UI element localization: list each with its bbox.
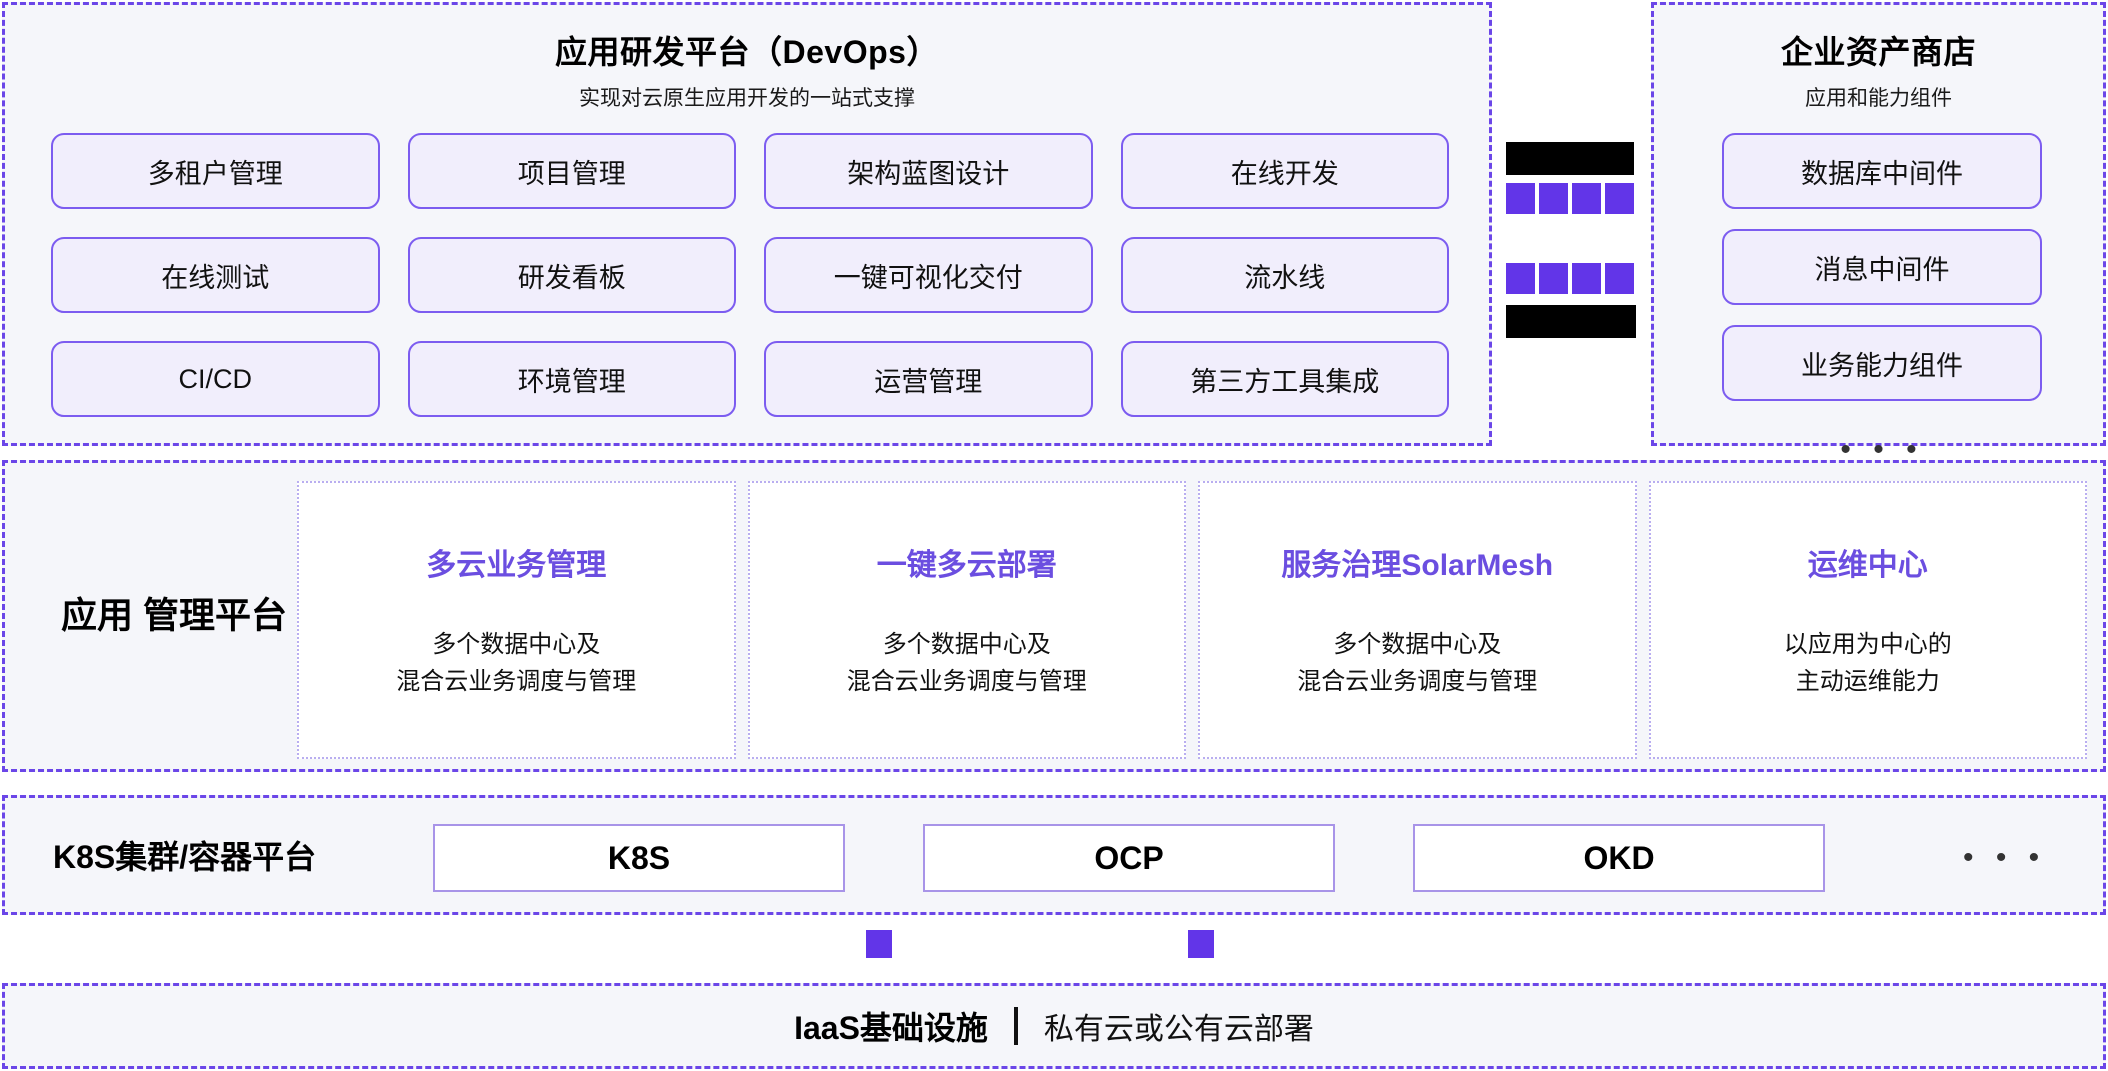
iaas-title: IaaS基础设施 (794, 1010, 988, 1046)
devops-panel-subtitle: 实现对云原生应用开发的一站式支撑 (579, 87, 915, 110)
devops-card[interactable]: 研发看板 (407, 237, 736, 313)
management-card[interactable]: 一键多云部署 多个数据中心及 混合云业务调度与管理 (747, 481, 1186, 759)
devops-card[interactable]: 多租户管理 (51, 133, 380, 209)
redaction-bar-bottom (1506, 305, 1636, 338)
connector-square (1605, 263, 1634, 294)
connector-square (1539, 263, 1568, 294)
devops-card[interactable]: 架构蓝图设计 (764, 133, 1093, 209)
k8s-container-platform-panel: K8S集群/容器平台 K8S OCP OKD • • • (2, 795, 2106, 915)
devops-card[interactable]: 第三方工具集成 (1120, 341, 1449, 417)
connector-square (1572, 263, 1601, 294)
k8s-more-ellipsis: • • • (1963, 841, 2047, 874)
redacted-connector-column (1500, 0, 1660, 446)
asset-store-card[interactable]: 消息中间件 (1722, 229, 2042, 305)
devops-platform-panel: 应用研发平台（DevOps） 实现对云原生应用开发的一站式支撑 多租户管理 项目… (2, 2, 1492, 446)
asset-store-subtitle: 应用和能力组件 (1805, 87, 1952, 110)
management-card-title: 多云业务管理 (426, 548, 607, 582)
management-card-desc: 多个数据中心及 混合云业务调度与管理 (1297, 630, 1538, 695)
management-platform-label: 应用 管理平台 (61, 594, 288, 636)
management-card[interactable]: 运维中心 以应用为中心的 主动运维能力 (1648, 481, 2087, 759)
enterprise-asset-store-panel: 企业资产商店 应用和能力组件 数据库中间件 消息中间件 业务能力组件 • • • (1651, 2, 2106, 465)
devops-panel-title: 应用研发平台（DevOps） (555, 34, 939, 70)
asset-store-card[interactable]: 数据库中间件 (1722, 133, 2042, 209)
k8s-distribution-row: K8S OCP OKD • • • (433, 824, 2046, 892)
devops-card[interactable]: 一键可视化交付 (764, 237, 1093, 313)
devops-card[interactable]: 运营管理 (764, 341, 1093, 417)
iaas-deployment-note: 私有云或公有云部署 (1043, 1013, 1314, 1046)
iaas-content-row: IaaS基础设施 私有云或公有云部署 (5, 986, 2103, 1066)
k8s-distribution-box[interactable]: OCP (923, 824, 1335, 892)
layer-connector-square (866, 930, 892, 958)
layer-connector-square (1188, 930, 1214, 958)
management-card-title: 运维中心 (1807, 548, 1928, 582)
k8s-distribution-box[interactable]: OKD (1413, 824, 1825, 892)
management-platform-card-row: 多云业务管理 多个数据中心及 混合云业务调度与管理 一键多云部署 多个数据中心及… (297, 481, 2087, 759)
devops-card[interactable]: 流水线 (1120, 237, 1449, 313)
connector-square (1572, 183, 1601, 214)
redaction-bar-top (1506, 142, 1634, 175)
k8s-distribution-box[interactable]: K8S (433, 824, 845, 892)
devops-card[interactable]: 项目管理 (407, 133, 736, 209)
management-card-title: 服务治理SolarMesh (1281, 548, 1554, 582)
connector-arrow-row-bottom (1506, 263, 1634, 294)
devops-card[interactable]: 在线测试 (51, 237, 380, 313)
management-card-desc: 以应用为中心的 主动运维能力 (1783, 630, 1952, 695)
management-card-desc: 多个数据中心及 混合云业务调度与管理 (396, 630, 637, 695)
devops-card[interactable]: 在线开发 (1120, 133, 1449, 209)
management-card[interactable]: 服务治理SolarMesh 多个数据中心及 混合云业务调度与管理 (1198, 481, 1637, 759)
connector-square (1506, 263, 1535, 294)
k8s-platform-label: K8S集群/容器平台 (53, 839, 317, 875)
devops-card[interactable]: CI/CD (51, 341, 380, 417)
devops-capability-grid: 多租户管理 项目管理 架构蓝图设计 在线开发 在线测试 研发看板 一键可视化交付… (51, 133, 1449, 417)
asset-store-card-list: 数据库中间件 消息中间件 业务能力组件 • • • (1722, 133, 2042, 465)
asset-store-title: 企业资产商店 (1780, 34, 1976, 70)
connector-square (1539, 183, 1568, 214)
connector-arrow-row-top (1506, 183, 1634, 214)
iaas-divider (1013, 1007, 1018, 1045)
management-card[interactable]: 多云业务管理 多个数据中心及 混合云业务调度与管理 (297, 481, 736, 759)
asset-store-card[interactable]: 业务能力组件 (1722, 325, 2042, 401)
asset-store-more-ellipsis: • • • (1840, 433, 1924, 466)
connector-square (1605, 183, 1634, 214)
management-card-desc: 多个数据中心及 混合云业务调度与管理 (846, 630, 1087, 695)
application-management-platform-panel: 应用 管理平台 多云业务管理 多个数据中心及 混合云业务调度与管理 一键多云部署… (2, 460, 2106, 772)
management-card-title: 一键多云部署 (876, 548, 1057, 582)
devops-card[interactable]: 环境管理 (407, 341, 736, 417)
connector-square (1506, 183, 1535, 214)
iaas-infrastructure-panel: IaaS基础设施 私有云或公有云部署 (2, 983, 2106, 1069)
